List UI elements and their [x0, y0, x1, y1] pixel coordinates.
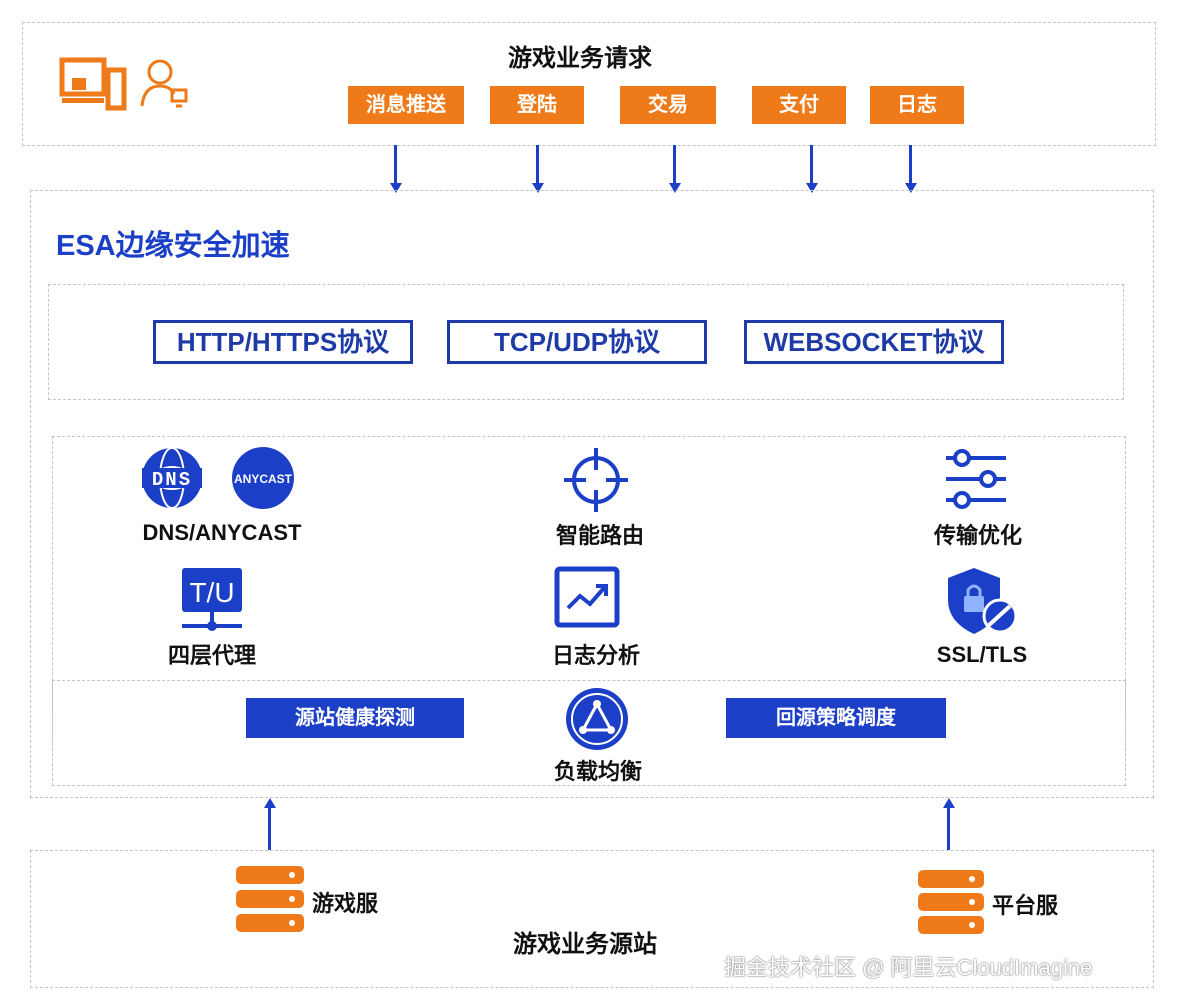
watermark: 掘金技术社区 @ 阿里云CloudImagine [724, 955, 1093, 980]
smart-routing-label: 智能路由 [555, 523, 644, 548]
anycast-icon: ANYCAST [230, 446, 296, 510]
origin-control-box [52, 680, 1126, 786]
layer4-icon-text: T/U [189, 577, 234, 608]
origin-title: 游戏业务源站 [513, 931, 657, 958]
tag-health-check: 源站健康探测 [246, 698, 464, 738]
arrow-down-1 [390, 145, 402, 193]
dns-anycast-label: DNS/ANYCAST [142, 520, 302, 545]
tag-log: 日志 [870, 86, 964, 124]
anycast-icon-text: ANYCAST [234, 472, 293, 486]
load-balance-label: 负载均衡 [553, 759, 642, 784]
requests-panel [22, 22, 1156, 146]
tag-trade: 交易 [620, 86, 716, 124]
protocol-tcp-udp: TCP/UDP协议 [447, 320, 707, 364]
game-server-icon [236, 866, 304, 932]
crosshair-icon [562, 446, 630, 514]
arrow-down-5 [905, 145, 917, 193]
requests-title: 游戏业务请求 [508, 45, 652, 72]
arrow-down-2 [532, 145, 544, 193]
dns-icon-text: DNS [152, 469, 192, 491]
ssl-tls-label: SSL/TLS [936, 642, 1028, 667]
game-server-label: 游戏服 [312, 891, 379, 916]
esa-panel [30, 190, 1154, 798]
protocol-websocket: WEBSOCKET协议 [744, 320, 1004, 364]
origin-panel [30, 850, 1154, 988]
user-icon [138, 56, 194, 115]
arrow-up-left [264, 798, 276, 850]
arrow-up-right [943, 798, 955, 850]
protocol-http: HTTP/HTTPS协议 [153, 320, 413, 364]
devices-icon [58, 52, 130, 117]
load-balance-icon [564, 686, 630, 752]
tag-message-push: 消息推送 [348, 86, 464, 124]
platform-server-label: 平台服 [992, 893, 1059, 918]
layer4-proxy-label: 四层代理 [167, 643, 256, 668]
sliders-icon [944, 448, 1008, 510]
platform-server-icon [918, 870, 984, 934]
transport-opt-label: 传输优化 [933, 523, 1022, 548]
shield-lock-icon [944, 566, 1020, 636]
arrow-down-3 [669, 145, 681, 193]
layer4-proxy-icon: T/U [178, 566, 246, 636]
dns-icon: DNS [140, 446, 204, 510]
log-analysis-label: 日志分析 [551, 643, 640, 668]
esa-title: ESA边缘安全加速 [56, 230, 290, 262]
tag-payment: 支付 [752, 86, 846, 124]
protocols-box [48, 284, 1124, 400]
arrow-down-4 [806, 145, 818, 193]
trend-chart-icon [554, 566, 620, 628]
tag-login: 登陆 [490, 86, 584, 124]
tag-origin-schedule: 回源策略调度 [726, 698, 946, 738]
